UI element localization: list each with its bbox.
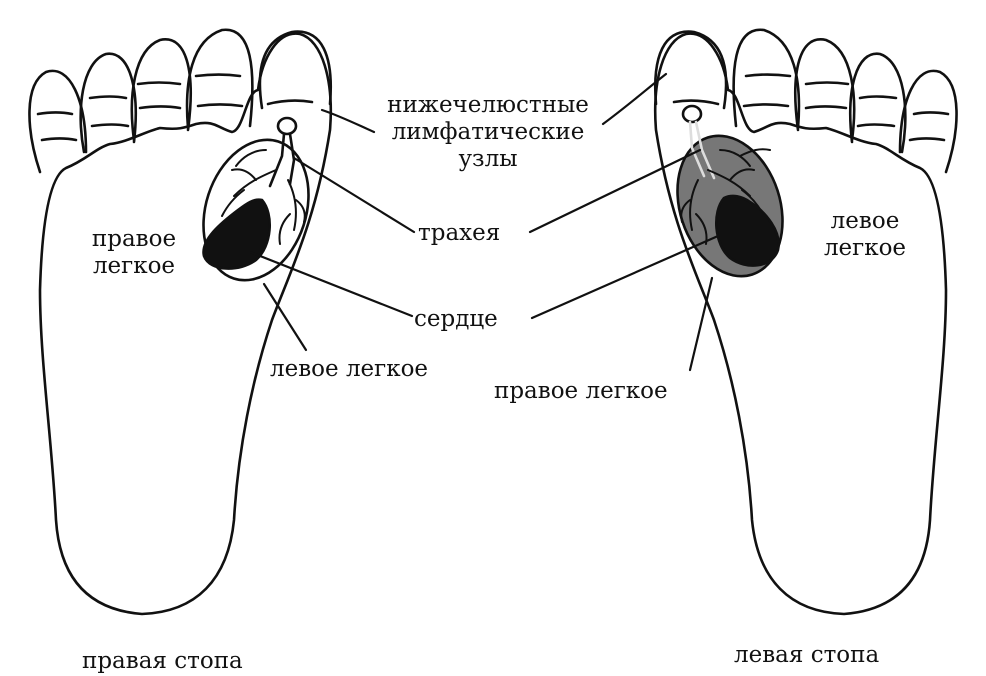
- right-foot-toe-2: [185, 28, 254, 130]
- label-trachea: трахея: [418, 220, 501, 246]
- left-foot-heart: [714, 194, 780, 267]
- leader-right-lung-left: [688, 276, 714, 372]
- label-lymph-nodes-line-2: лимфатические: [391, 119, 585, 145]
- label-left-lung-right-foot: левое легкое: [270, 356, 429, 382]
- leader-trachea-left: [528, 148, 702, 234]
- left-foot-toe-2: [732, 28, 801, 130]
- label-left-foot-title: левая стопа: [734, 642, 880, 668]
- label-left-lung-left-foot: левое легкое: [806, 208, 924, 262]
- right-foot-big-toe: [258, 30, 332, 110]
- label-right-lung-line-2: легкое: [92, 253, 176, 279]
- label-lymph-nodes-line-1: нижечелюстные: [387, 92, 589, 118]
- label-heart: сердце: [414, 306, 498, 332]
- left-foot-toe-4: [849, 52, 907, 154]
- leader-trachea-right: [292, 156, 416, 234]
- right-foot-bronchi: [221, 149, 306, 245]
- right-foot-toe-creases: [36, 73, 314, 142]
- left-foot: [528, 28, 958, 616]
- left-foot-big-toe: [654, 30, 728, 110]
- label-right-lung-right-foot: правое легкое: [78, 226, 190, 280]
- label-right-lung-left-foot: правое легкое: [494, 378, 668, 404]
- label-lymph-nodes: нижечелюстные лимфатические узлы: [370, 92, 606, 173]
- leader-left-lung-right: [262, 282, 308, 352]
- right-foot-outline: [38, 32, 332, 616]
- right-foot-toe-3: [130, 38, 192, 142]
- right-foot-toe-5: [28, 69, 88, 174]
- label-right-lung-line-1: правое: [91, 226, 177, 252]
- right-foot-heart: [202, 198, 272, 270]
- leader-lymph-right: [320, 108, 376, 134]
- label-left-lung-line-2: легкое: [823, 235, 907, 261]
- leader-lymph-left: [601, 72, 668, 126]
- right-foot-trachea: [268, 132, 296, 188]
- leader-heart-right: [248, 250, 414, 318]
- left-foot-outline: [654, 32, 948, 616]
- label-right-foot-title: правая стопа: [82, 648, 243, 674]
- left-foot-toe-creases: [672, 73, 950, 142]
- left-foot-bronchi: [680, 148, 771, 245]
- left-foot-lymph-node: [681, 104, 703, 124]
- leader-heart-left: [530, 234, 720, 320]
- left-foot-trachea: [688, 120, 716, 180]
- label-lymph-nodes-line-3: узлы: [458, 146, 518, 172]
- label-left-lung-line-1: левое: [830, 208, 900, 234]
- left-foot-toe-3: [794, 38, 856, 142]
- right-foot-lymph-node: [276, 116, 298, 136]
- right-foot: [28, 28, 416, 616]
- left-foot-toe-5: [898, 69, 958, 174]
- right-foot-toe-4: [79, 52, 137, 154]
